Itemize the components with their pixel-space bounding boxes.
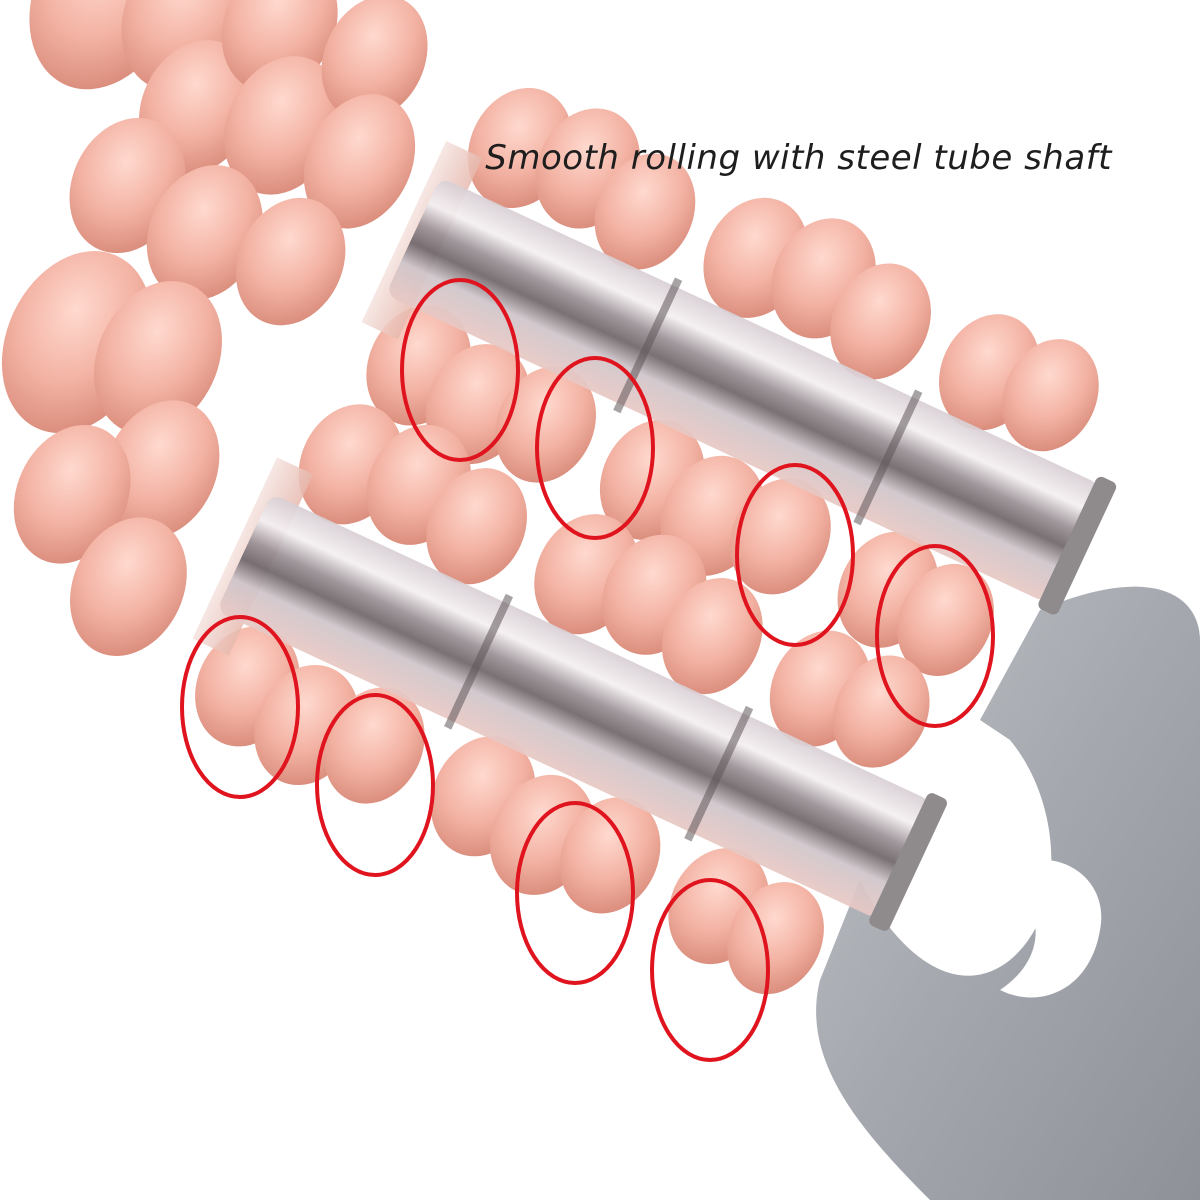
caption: Smooth rolling with steel tube shaft [485, 138, 1112, 178]
highlight-ring [515, 801, 635, 985]
handle [816, 586, 1200, 1200]
highlight-rings-upper [400, 278, 995, 728]
highlight-ring [735, 463, 855, 647]
highlight-ring [650, 878, 770, 1062]
lower-roller [1, 251, 947, 995]
upper-roller [29, 0, 1117, 677]
highlight-ring [875, 544, 995, 728]
highlight-ring [400, 278, 520, 462]
highlight-rings-lower [180, 615, 770, 1062]
highlight-ring [535, 356, 655, 540]
highlight-ring [180, 615, 300, 799]
highlight-ring [315, 693, 435, 877]
